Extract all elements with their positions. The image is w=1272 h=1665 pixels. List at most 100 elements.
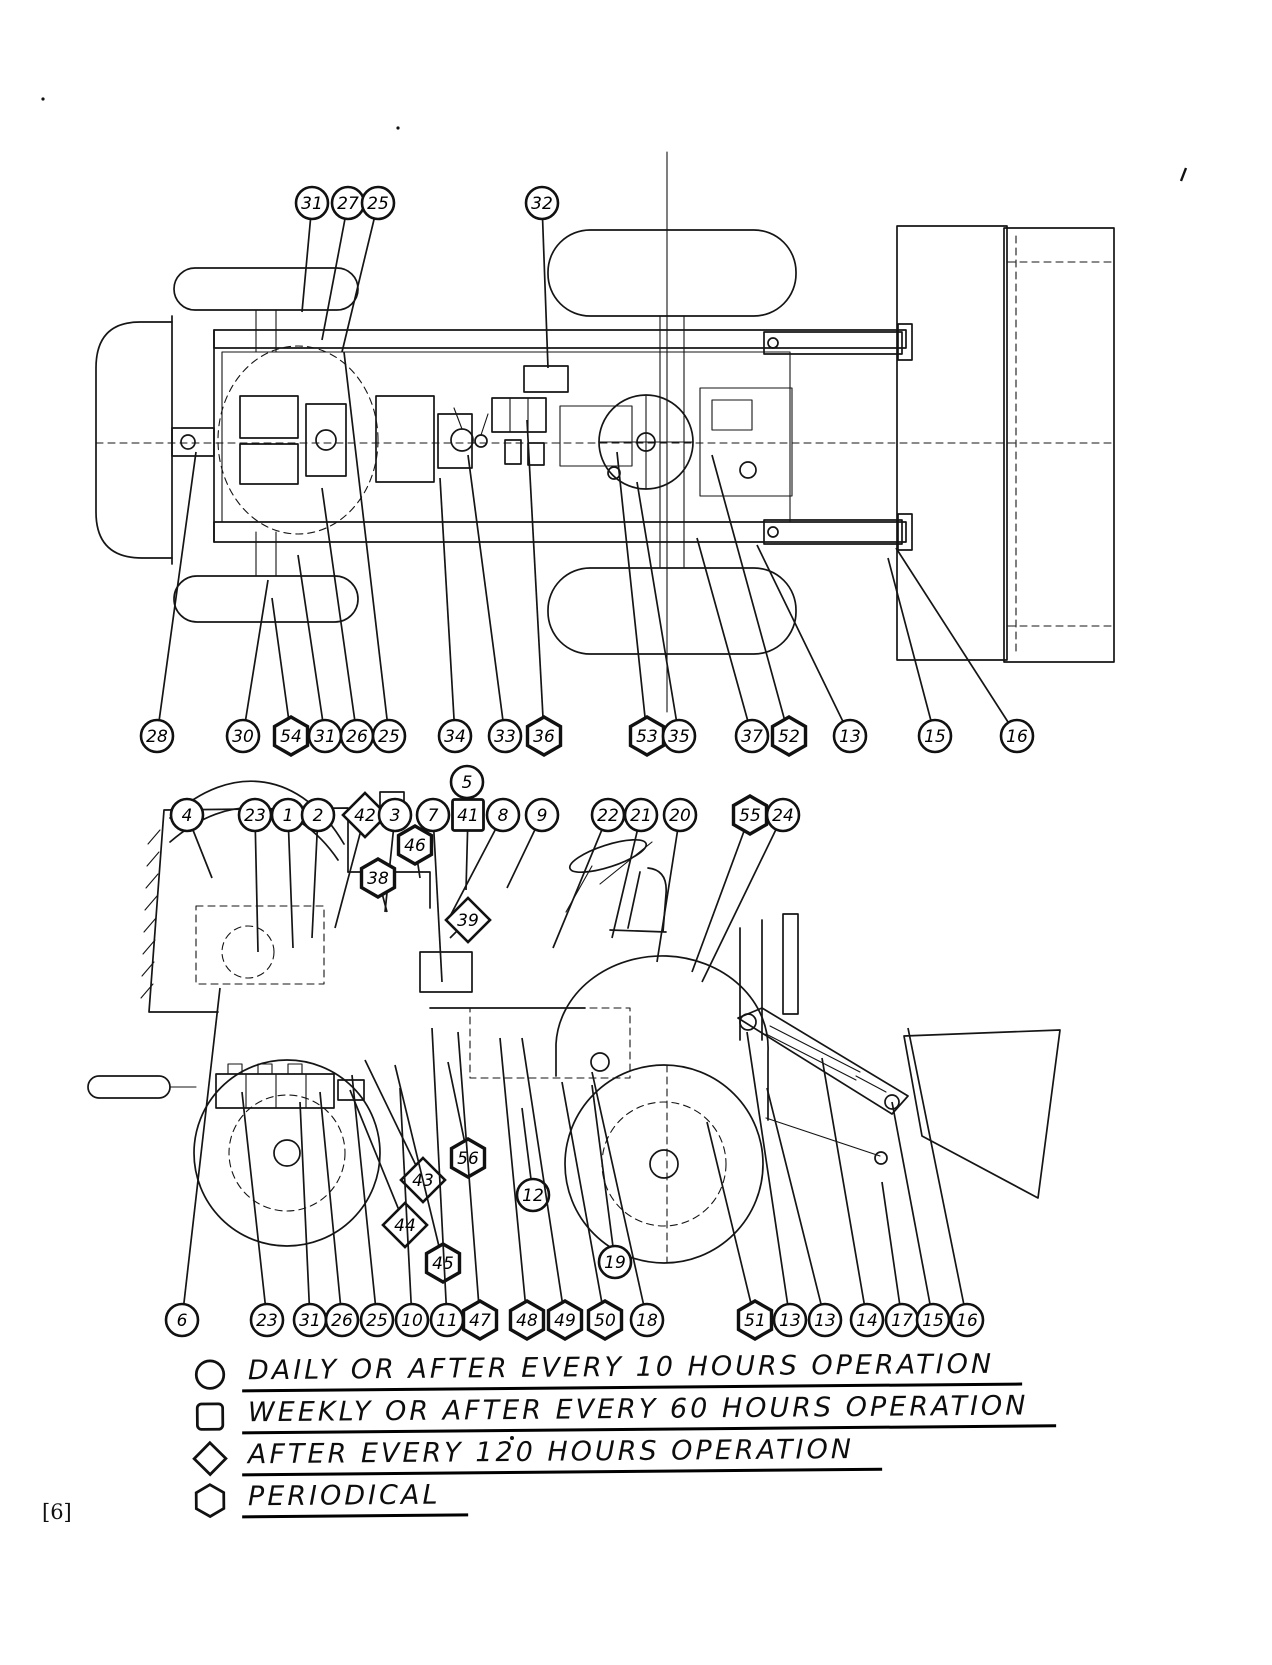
callout-18: 18 [591, 1071, 665, 1338]
callout-number: 5 [462, 773, 473, 793]
left-front-tire [173, 267, 359, 311]
callout-shape-hexagon [272, 715, 310, 757]
callout-41: 41 [451, 798, 485, 891]
leader-line [364, 1059, 424, 1181]
callout-37: 37 [696, 537, 770, 754]
speck [396, 126, 400, 130]
callout-8: 8 [446, 797, 521, 923]
leader-line [887, 557, 936, 737]
callout-13: 13 [746, 1031, 808, 1338]
callout-30: 30 [225, 579, 269, 754]
blade-arms [763, 323, 913, 551]
callout-shape-circle [359, 1302, 395, 1338]
callout-shape-circle [734, 718, 770, 754]
callout-shape-circle [371, 718, 407, 754]
leader-line [881, 1181, 903, 1321]
callout-6: 6 [164, 987, 221, 1338]
callout-16: 16 [907, 1027, 985, 1338]
callout-34: 34 [437, 477, 473, 754]
leader-line [431, 1027, 448, 1321]
hexagon-glyph [194, 1482, 226, 1518]
callout-number: 7 [428, 806, 439, 826]
callout-number: 4 [182, 806, 193, 826]
leader-line [399, 1087, 413, 1321]
callout-number: 55 [739, 806, 761, 826]
callout-number: 27 [337, 194, 359, 214]
leader-line [311, 814, 319, 939]
steering-wheel [598, 394, 694, 490]
leader-line [526, 419, 545, 737]
callout-shape-circle [169, 797, 205, 833]
engine-components [239, 395, 347, 485]
leader-line [181, 987, 221, 1321]
callout-shape-hexagon [770, 715, 808, 757]
bucket [903, 1029, 1061, 1199]
callout-number: 19 [604, 1253, 626, 1273]
leader-line [541, 202, 549, 369]
body-outline [221, 351, 791, 523]
battery-box [215, 1073, 335, 1109]
callout-number: 15 [922, 1311, 944, 1331]
seat [609, 867, 668, 933]
callout-shape-hexagon [508, 1299, 546, 1341]
leader-line [521, 1037, 566, 1321]
callout-number: 13 [814, 1311, 836, 1331]
callout-number: 49 [554, 1311, 576, 1331]
leader-line [711, 454, 790, 737]
callout-shape-circle [524, 797, 560, 833]
daily-circle-icon [194, 1358, 226, 1390]
legend-label: PERIODICAL [241, 1479, 469, 1519]
circle-glyph [194, 1358, 226, 1390]
callout-number: 12 [522, 1186, 544, 1206]
leader-line [636, 481, 680, 737]
callout-number: 14 [856, 1311, 878, 1331]
callout-3: 3 [377, 797, 413, 913]
right-rear-tire [547, 567, 797, 655]
leader-line [591, 1071, 648, 1321]
callout-number: 6 [177, 1311, 188, 1331]
callout-42: 42 [334, 791, 389, 929]
leader-line [821, 1057, 868, 1321]
callout-9: 9 [506, 797, 560, 889]
pto-shaft [590, 1052, 610, 1072]
callout-46: 46 [396, 824, 434, 879]
transmission-components [375, 395, 489, 483]
callout-number: 35 [668, 727, 690, 747]
callout-shape-circle [629, 1302, 665, 1338]
interval-legend: DAILY OR AFTER EVERY 10 HOURS OPERATION … [192, 1348, 1057, 1520]
callout-number: 44 [394, 1216, 416, 1236]
callout-shape-circle [485, 797, 521, 833]
callout-13: 13 [766, 1087, 843, 1338]
callout-38: 38 [359, 857, 397, 913]
callout-shape-hexagon [525, 715, 563, 757]
callout-12: 12 [515, 1107, 551, 1213]
callout-shape-diamond [444, 896, 492, 944]
hydraulic-tank [419, 951, 473, 993]
muffler [87, 1075, 171, 1099]
callout-shape-circle [377, 797, 413, 833]
callout-21: 21 [611, 797, 659, 939]
callout-shape-circle [807, 1302, 843, 1338]
front-axle-lines [255, 309, 277, 577]
callout-shape-circle [623, 797, 659, 833]
callout-number: 18 [636, 1311, 658, 1331]
callout-number: 38 [367, 869, 389, 889]
callout-number: 22 [597, 806, 619, 826]
drivetrain-outline [469, 1007, 631, 1079]
callout-19: 19 [591, 1084, 633, 1280]
leader-line [242, 579, 269, 737]
speck [510, 1436, 514, 1440]
leader-line [591, 1084, 616, 1263]
callout-16: 16 [895, 547, 1035, 754]
callout-number: 42 [354, 806, 376, 826]
leader-line [691, 814, 751, 973]
page-number: [6] [42, 1500, 72, 1524]
callout-25: 25 [351, 1074, 395, 1338]
leader-line [271, 597, 292, 737]
leader-line [319, 1091, 343, 1321]
legend-item-periodical: PERIODICAL [192, 1474, 1057, 1519]
callout-number: 8 [498, 806, 509, 826]
leader-line [891, 1101, 934, 1321]
callout-shape-circle [832, 718, 868, 754]
